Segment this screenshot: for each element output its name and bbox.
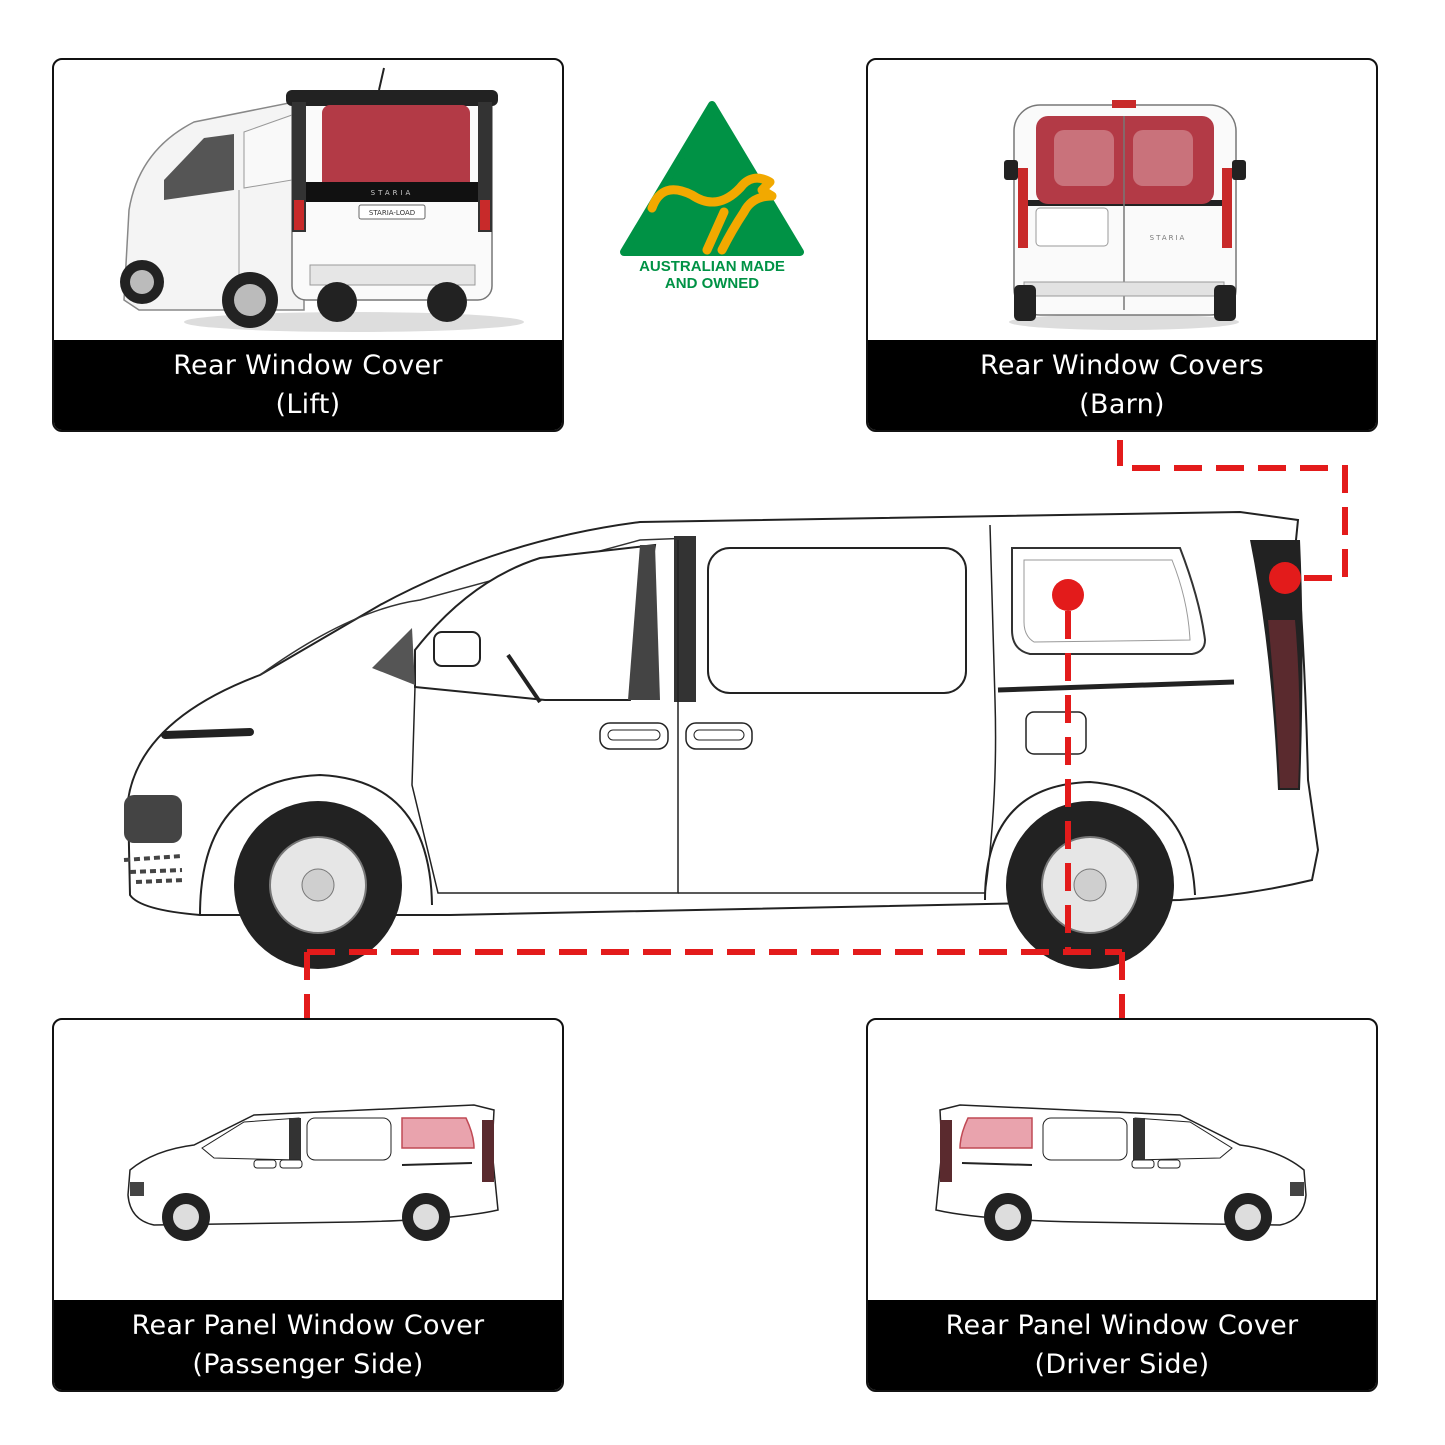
caption-passenger: Rear Panel Window Cover (Passenger Side)	[54, 1300, 562, 1390]
caption-title: Rear Window Cover	[173, 350, 443, 381]
staria-badge: STARIA	[1150, 234, 1187, 242]
van-rear-lift-image: STARIA STARIA-LOAD	[54, 60, 562, 344]
staria-badge: STARIA	[371, 189, 414, 197]
caption-subtitle: (Passenger Side)	[192, 1349, 424, 1380]
marker-rear-window	[1269, 562, 1301, 594]
caption-barn: Rear Window Covers (Barn)	[868, 340, 1376, 430]
caption-driver: Rear Panel Window Cover (Driver Side)	[868, 1300, 1376, 1390]
caption-title: Rear Panel Window Cover	[945, 1310, 1299, 1341]
caption-title: Rear Panel Window Cover	[131, 1310, 485, 1341]
card-rear-window-barn: STARIA Rear Window Covers (Barn)	[866, 58, 1378, 432]
main-van-side-view	[0, 440, 1445, 1040]
caption-title: Rear Window Covers	[980, 350, 1264, 381]
card-rear-panel-driver: Rear Panel Window Cover (Driver Side)	[866, 1018, 1378, 1392]
card-rear-panel-passenger: Rear Panel Window Cover (Passenger Side)	[52, 1018, 564, 1392]
van-rear-barn-image: STARIA	[868, 60, 1376, 344]
van-passenger-side-image	[54, 1020, 562, 1304]
logo-line-2: AND OWNED	[664, 275, 760, 292]
caption-subtitle: (Lift)	[275, 389, 341, 420]
caption-lift: Rear Window Cover (Lift)	[54, 340, 562, 430]
australian-made-logo: AUSTRALIAN MADE AND OWNED	[612, 100, 812, 300]
caption-subtitle: (Barn)	[1079, 389, 1165, 420]
license-plate: STARIA-LOAD	[369, 209, 415, 217]
connector-side-panels	[304, 579, 1125, 1018]
connector-barn	[1117, 440, 1348, 594]
logo-line-1: AUSTRALIAN MADE	[639, 258, 785, 275]
card-rear-window-lift: STARIA STARIA-LOAD Rear Window Cover (Li…	[52, 58, 564, 432]
caption-subtitle: (Driver Side)	[1034, 1349, 1210, 1380]
marker-rear-panel-window	[1052, 579, 1084, 611]
van-driver-side-image	[868, 1020, 1376, 1304]
